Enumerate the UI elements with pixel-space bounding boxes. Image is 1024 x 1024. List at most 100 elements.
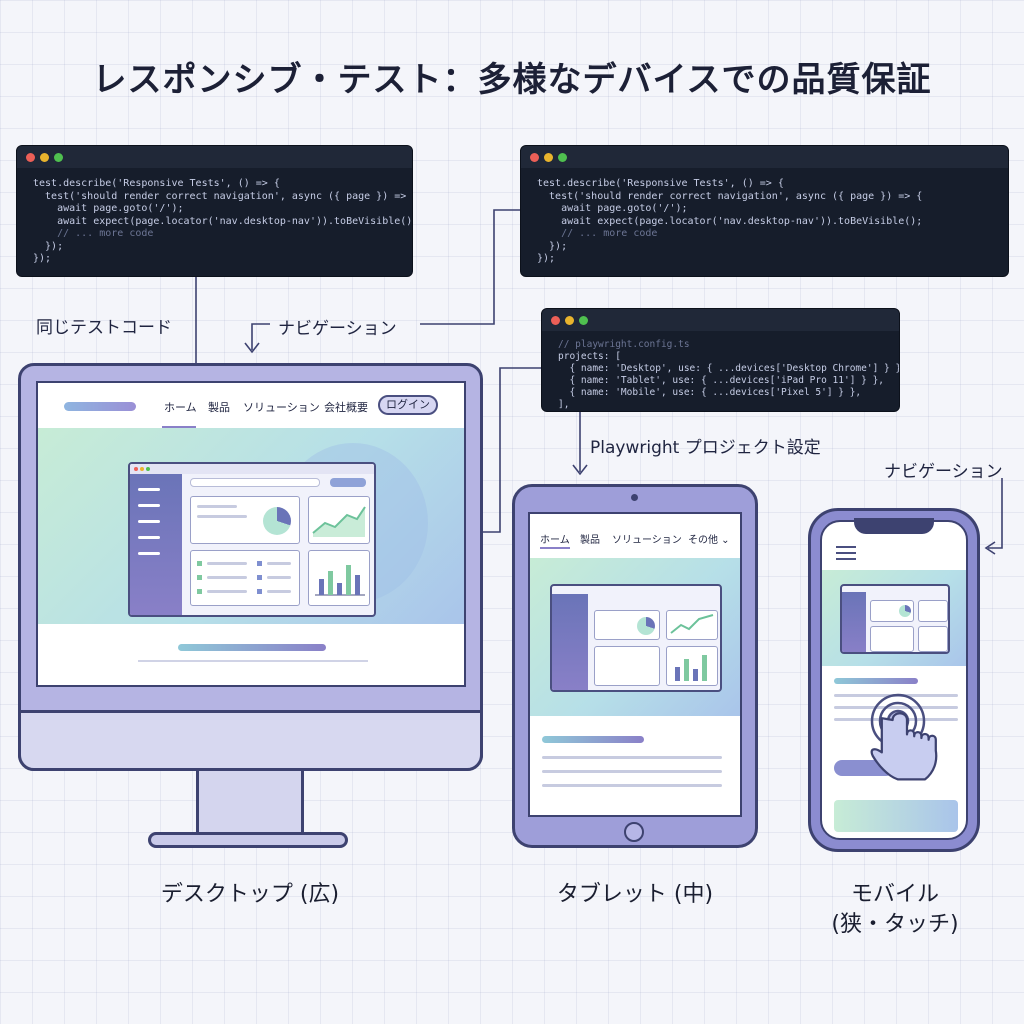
mobile-caption-line2: (狭・タッチ): [831, 912, 959, 937]
code-line: { name: 'Tablet', use: { ...devices['iPa…: [558, 375, 885, 386]
maximize-dot-icon: [54, 153, 63, 162]
dashboard-sidebar: [130, 474, 182, 615]
maximize-dot-icon: [558, 153, 567, 162]
mobile-dashboard-mockup: [840, 584, 950, 654]
monitor-stand: [196, 771, 304, 835]
same-code-label: 同じテストコード: [36, 318, 172, 338]
code-line: { name: 'Desktop', use: { ...devices['De…: [558, 363, 900, 374]
close-dot-icon: [551, 316, 560, 325]
desktop-screen: ホーム 製品 ソリューション 会社概要 ログイン: [36, 381, 466, 687]
code-line: await page.goto('/');: [537, 203, 688, 214]
tablet-nav-solutions[interactable]: ソリューション: [612, 535, 682, 546]
dashboard-card-line: [918, 600, 948, 622]
tablet-dashboard-mockup: [550, 584, 722, 692]
dashboard-card-pie: [870, 600, 914, 622]
mobile-screen: [820, 520, 968, 840]
nav-item-solutions[interactable]: ソリューション: [243, 401, 320, 414]
page-title: レスポンシブ・テスト：多様なデバイスでの品質保証: [92, 60, 932, 100]
logo-bar: [64, 402, 136, 411]
mobile-caption-line1: モバイル: [850, 882, 939, 907]
close-dot-icon: [26, 153, 35, 162]
code-window-right: test.describe('Responsive Tests', () => …: [520, 145, 1009, 277]
tablet-nav-home[interactable]: ホーム: [540, 535, 570, 546]
dashboard-titlebar: [130, 464, 374, 474]
dashboard-card-list: [190, 550, 300, 606]
desktop-caption: デスクトップ (広): [160, 882, 340, 907]
nav-item-home[interactable]: ホーム: [164, 401, 197, 414]
bar-chart-icon: [675, 655, 707, 681]
tablet-camera: [631, 494, 638, 501]
mobile-footer-block: [834, 800, 958, 832]
hand-pointer-icon: [870, 693, 938, 781]
code-line: await expect(page.locator('nav.desktop-n…: [33, 215, 413, 227]
window-titlebar: [17, 146, 412, 168]
tablet-home-button[interactable]: [624, 822, 644, 842]
heading-placeholder: [834, 678, 918, 684]
code-line: projects: [: [558, 351, 621, 362]
text-placeholder: [542, 770, 722, 773]
text-placeholder: [542, 784, 722, 787]
code-comment: // ... more code: [33, 228, 154, 239]
code-line: { name: 'Mobile', use: { ...devices['Pix…: [558, 387, 862, 398]
line-chart-icon: [670, 614, 714, 634]
code-line: });: [33, 253, 52, 264]
tablet-screen: ホーム 製品 ソリューション その他 ⌄: [528, 512, 742, 817]
dashboard-card-list: [594, 646, 660, 686]
active-nav-underline: [162, 426, 196, 428]
dashboard-search: [190, 478, 320, 487]
monitor-chin: [18, 710, 483, 771]
navigation-label-right: ナビゲーション: [884, 462, 1003, 482]
code-line: });: [537, 240, 568, 252]
window-titlebar: [521, 146, 1008, 168]
dashboard-card-bars: [666, 646, 718, 686]
minimize-dot-icon: [40, 153, 49, 162]
nav-item-products[interactable]: 製品: [208, 401, 230, 414]
code-line: test('should render correct navigation',…: [33, 190, 413, 202]
code-line: test.describe('Responsive Tests', () => …: [33, 178, 280, 189]
dashboard-mockup: [128, 462, 376, 617]
tablet-nav-more[interactable]: その他 ⌄: [688, 535, 730, 546]
nav-item-company[interactable]: 会社概要: [324, 401, 368, 414]
dashboard-card-pie: [190, 496, 300, 544]
code-line: test.describe('Responsive Tests', () => …: [537, 178, 784, 189]
monitor-base: [148, 832, 348, 848]
pie-chart-icon: [637, 617, 655, 635]
config-code-block: // playwright.config.ts projects: [ { na…: [542, 331, 899, 411]
code-comment: // playwright.config.ts: [558, 339, 690, 350]
dashboard-card-bars: [918, 626, 948, 652]
code-block: test.describe('Responsive Tests', () => …: [521, 168, 1008, 266]
text-placeholder: [542, 756, 722, 759]
pie-chart-icon: [899, 605, 911, 617]
login-button[interactable]: ログイン: [378, 395, 438, 415]
minimize-dot-icon: [544, 153, 553, 162]
dashboard-card-line: [666, 610, 718, 640]
dashboard-card-line: [308, 496, 370, 544]
code-line: test('should render correct navigation',…: [537, 190, 923, 202]
code-line: ],: [558, 399, 570, 410]
maximize-dot-icon: [579, 316, 588, 325]
heading-placeholder: [542, 736, 644, 743]
dashboard-sidebar: [552, 594, 588, 690]
dashboard-card-pie: [594, 610, 660, 640]
pie-chart-icon: [263, 507, 291, 535]
active-nav-underline: [540, 547, 570, 549]
tablet-nav-products[interactable]: 製品: [580, 535, 600, 546]
dashboard-card-list: [870, 626, 914, 652]
code-line: await page.goto('/');: [33, 203, 184, 214]
window-titlebar: [542, 309, 899, 331]
code-line: });: [537, 253, 556, 264]
code-line: await expect(page.locator('nav.desktop-n…: [537, 215, 923, 227]
config-window: // playwright.config.ts projects: [ { na…: [541, 308, 900, 412]
code-block: test.describe('Responsive Tests', () => …: [17, 168, 412, 266]
text-placeholder: [138, 660, 368, 662]
bar-chart-icon: [315, 565, 365, 596]
hamburger-icon[interactable]: [836, 546, 856, 560]
dashboard-sidebar: [842, 592, 866, 652]
code-comment: // ... more code: [537, 228, 658, 239]
line-chart-icon: [312, 506, 366, 537]
tablet-caption: タブレット (中): [556, 882, 714, 907]
project-config-label: Playwright プロジェクト設定: [590, 438, 821, 458]
close-dot-icon: [530, 153, 539, 162]
phone-notch: [854, 518, 934, 534]
code-line: });: [33, 240, 64, 252]
